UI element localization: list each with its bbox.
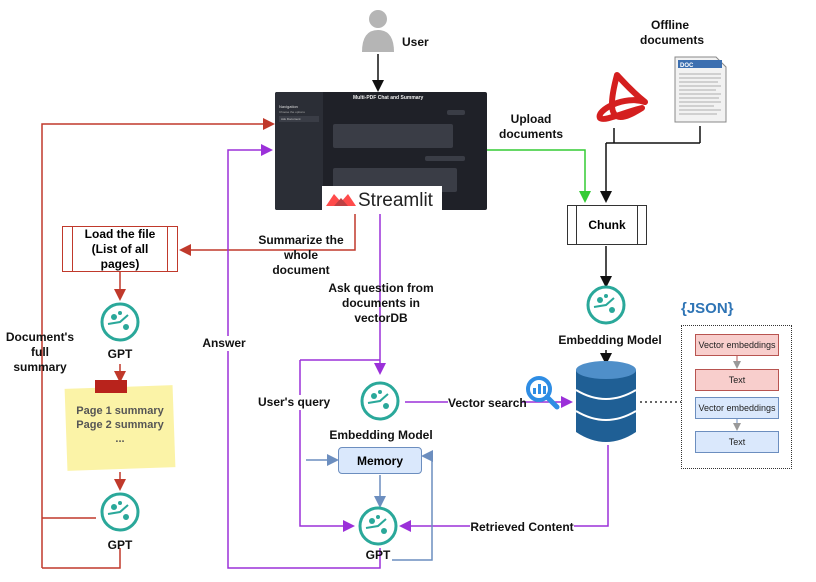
gpt-center-label: GPT [365, 548, 391, 562]
embedding-model-right-label: Embedding Model [558, 333, 662, 347]
sticky-note-tape [95, 380, 127, 393]
app-nav-title: Navigation [279, 104, 298, 109]
memory-flow [306, 450, 433, 561]
app-screenshot: Navigation Choose the options Ask Docume… [275, 92, 487, 210]
memory-box: Memory [338, 447, 422, 474]
search-icon [526, 376, 560, 410]
user-icon [362, 10, 394, 52]
memory-label: Memory [356, 453, 403, 468]
sticky-line-2: Page 2 summary [76, 419, 164, 431]
summarize-label: Summarize the whole document [258, 233, 344, 277]
json-item-text-1: Text [695, 369, 779, 391]
app-nav-subtitle: Choose the options [279, 110, 305, 114]
gpt-top-label: GPT [107, 347, 133, 361]
json-title: {JSON} [681, 300, 734, 317]
sticky-line-1: Page 1 summary [76, 405, 164, 417]
upload-documents-label: Upload documents [498, 112, 563, 141]
app-nav-select[interactable]: Ask Document [279, 116, 319, 122]
offline-documents-label: Offline documents [640, 18, 705, 47]
ai-brain-icon-gpt-bottom [100, 492, 140, 532]
arrow-docs-to-chunk [600, 126, 701, 203]
app-title: Multi-PDF Chat and Summary [353, 95, 424, 101]
database-icon [575, 361, 637, 442]
summary-sticky-text: Page 1 summary Page 2 summary ... [66, 404, 174, 446]
json-item-vector-2: Vector embeddings [695, 397, 779, 419]
json-item-vector-1: Vector embeddings [695, 334, 779, 356]
doc-icon: DOC [674, 56, 727, 123]
user-label: User [402, 35, 429, 49]
retrieved-content-label: Retrieved Content [470, 520, 574, 535]
arrow-upload-documents [487, 149, 591, 203]
json-panel [681, 325, 792, 469]
ai-brain-icon-gpt-top [100, 302, 140, 342]
svg-text:DOC: DOC [680, 63, 694, 69]
pdf-icon [596, 72, 648, 122]
json-item-text-2: Text [695, 431, 779, 453]
chunk-box: Chunk [567, 205, 647, 245]
streamlit-logo-icon [326, 194, 356, 206]
ai-brain-icon-embedding-center [360, 381, 400, 421]
load-file-label: Load the file (List of all pages) [84, 226, 156, 271]
load-file-box: Load the file (List of all pages) [62, 226, 178, 272]
vector-search-label: Vector search [448, 396, 527, 411]
ai-brain-icon-right [586, 285, 626, 325]
ai-brain-icon-gpt-center [358, 506, 398, 546]
gpt-bottom-label: GPT [107, 538, 133, 552]
sticky-line-3: ... [115, 433, 125, 445]
document-summary-label: Document's full summary [5, 330, 75, 374]
answer-label: Answer [200, 336, 248, 351]
embedding-model-center-label: Embedding Model [329, 428, 433, 442]
ask-question-label: Ask question from documents in vectorDB [328, 281, 434, 325]
streamlit-logo: Streamlit [322, 186, 442, 214]
streamlit-label: Streamlit [358, 190, 433, 211]
chat-bubble-user [447, 110, 465, 115]
app-sidebar [275, 92, 323, 210]
chunk-label: Chunk [588, 217, 626, 232]
chat-bubble-bot [333, 124, 453, 148]
users-query-label: User's query [258, 395, 331, 410]
red-flow [41, 118, 356, 569]
chat-bubble-user [425, 156, 465, 161]
